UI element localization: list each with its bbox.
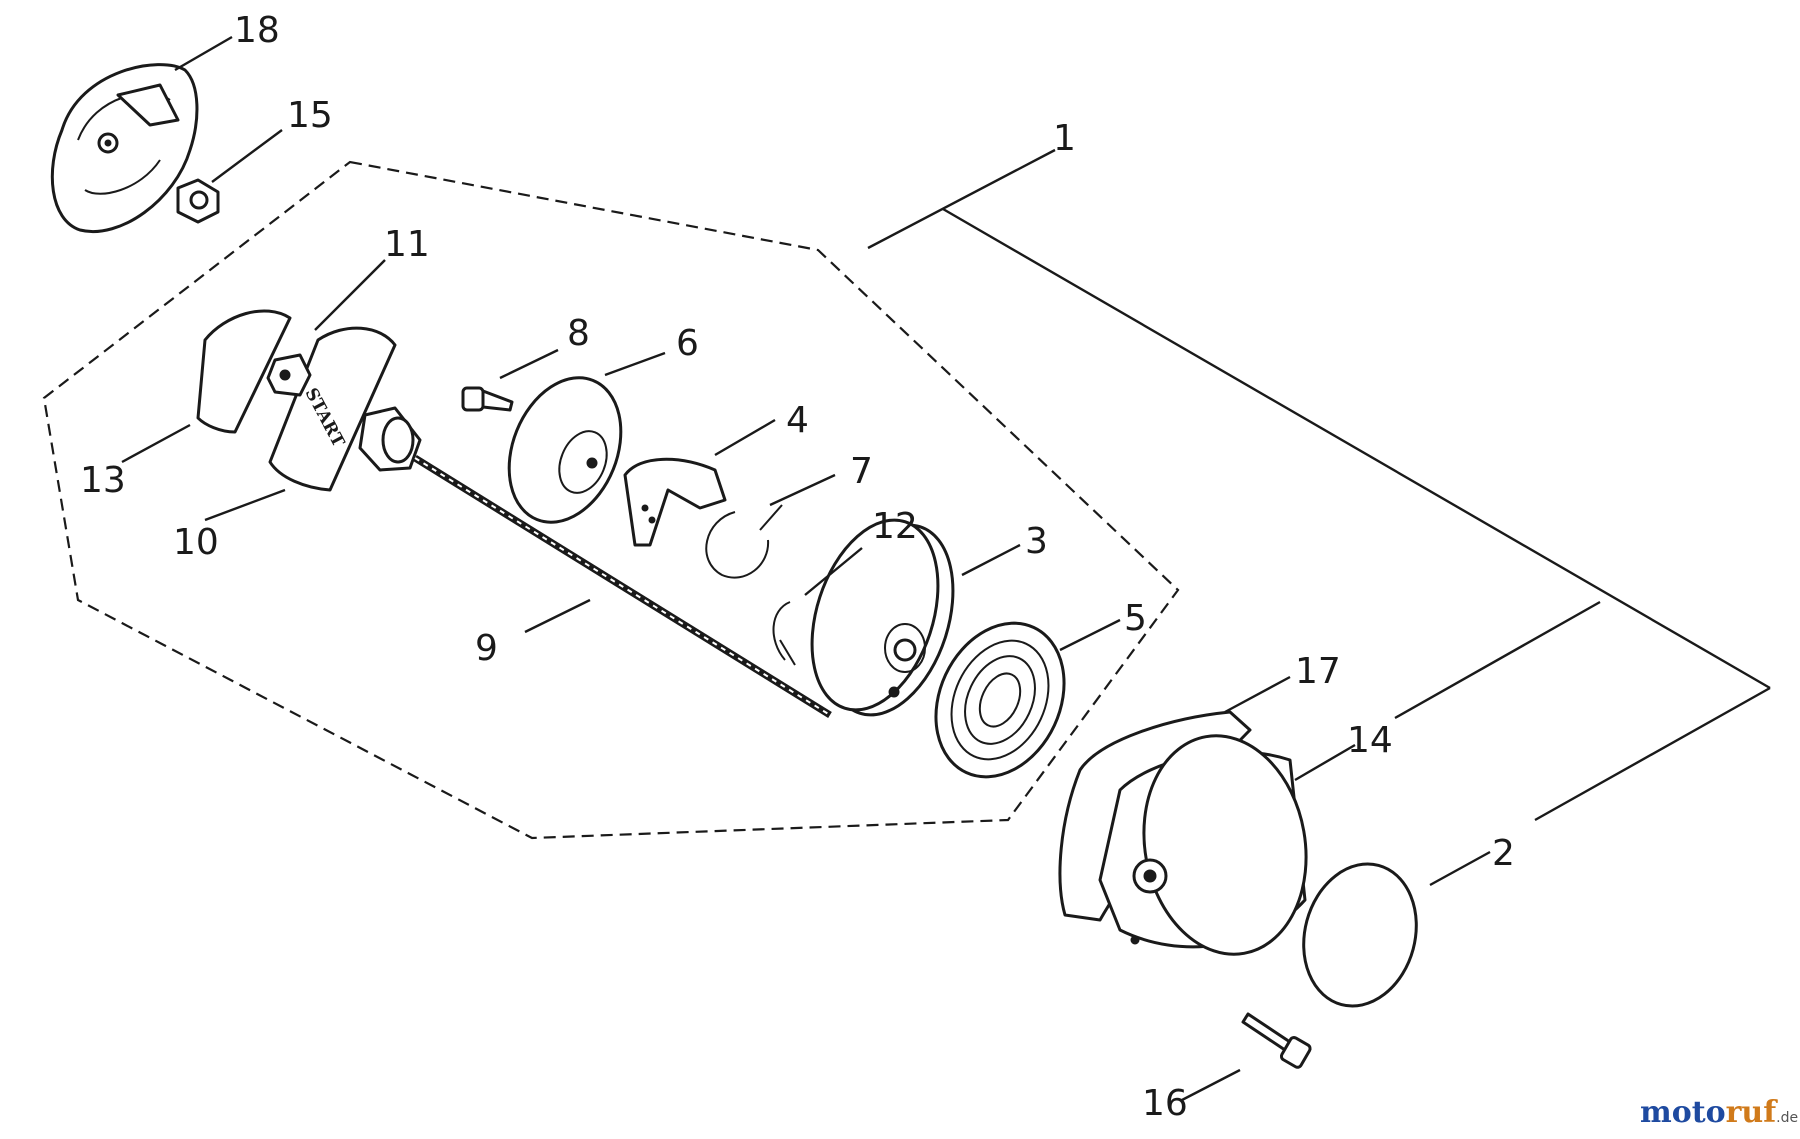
callout-18: 18 bbox=[234, 10, 280, 51]
callout-4: 4 bbox=[786, 400, 809, 441]
part-5-spring bbox=[934, 621, 1066, 779]
callout-15: 15 bbox=[287, 95, 333, 136]
part-16-bolt bbox=[1241, 1012, 1312, 1069]
part-15-nut bbox=[176, 178, 220, 224]
part-10-handle: START bbox=[268, 326, 397, 492]
watermark-brand: moto bbox=[1640, 1095, 1726, 1130]
callout-7: 7 bbox=[850, 451, 873, 492]
handle-grip bbox=[358, 406, 422, 472]
callout-6: 6 bbox=[676, 323, 699, 364]
callout-13: 13 bbox=[80, 460, 126, 501]
callout-9: 9 bbox=[475, 628, 498, 669]
part-9-rope bbox=[413, 455, 832, 718]
part-12-spring bbox=[772, 601, 796, 666]
watermark-brand-accent: ruf bbox=[1726, 1095, 1779, 1130]
leader-lines bbox=[121, 35, 1771, 1102]
part-6-plate bbox=[507, 376, 623, 524]
part-3-reel bbox=[810, 518, 955, 717]
part-14-housing bbox=[1098, 734, 1308, 956]
part-18-pulley bbox=[50, 63, 199, 233]
watermark-tld: .de bbox=[1776, 1110, 1798, 1126]
callout-2: 2 bbox=[1492, 833, 1515, 874]
callout-12: 12 bbox=[872, 506, 918, 547]
part-8-screw bbox=[461, 386, 514, 412]
callout-1: 1 bbox=[1053, 118, 1076, 159]
assembly-boundary bbox=[42, 160, 1180, 840]
svg-text:motoruf.de: motoruf.de bbox=[1640, 1095, 1798, 1130]
callout-17: 17 bbox=[1295, 651, 1341, 692]
watermark-logo: motoruf.de bbox=[1640, 1095, 1798, 1130]
part-2-ring bbox=[1302, 862, 1418, 1008]
callout-11: 11 bbox=[384, 224, 430, 265]
part-4-pawl bbox=[623, 457, 727, 547]
callout-labels: 18 15 1 11 8 6 4 7 12 3 5 13 10 9 17 14 … bbox=[80, 10, 1515, 1124]
callout-3: 3 bbox=[1025, 521, 1048, 562]
callout-16: 16 bbox=[1142, 1083, 1188, 1124]
part-7-clip bbox=[705, 504, 783, 579]
part-11-clip bbox=[266, 353, 312, 397]
part-13-plate bbox=[196, 309, 292, 434]
callout-8: 8 bbox=[567, 313, 590, 354]
callout-5: 5 bbox=[1124, 598, 1147, 639]
callout-14: 14 bbox=[1347, 720, 1393, 761]
callout-10: 10 bbox=[173, 522, 219, 563]
